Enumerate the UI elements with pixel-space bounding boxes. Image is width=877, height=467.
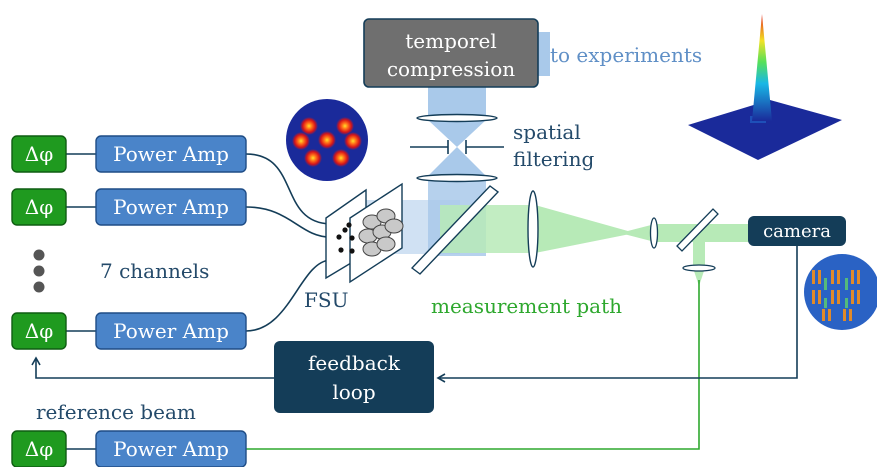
beam-splitter-mirror — [410, 185, 500, 275]
power-amp-box[interactable] — [95, 188, 247, 226]
phase-shifter-label: Δφ — [25, 437, 53, 461]
fsu-module — [325, 182, 404, 284]
camera-box: camera — [748, 216, 846, 246]
power-amp-label: Power Amp — [113, 319, 229, 343]
compression-line-1: temporel — [405, 29, 496, 53]
feedback-box: feedback loop — [274, 341, 434, 413]
interference-pattern-image — [804, 254, 877, 330]
power-amp-label: Power Amp — [113, 142, 229, 166]
channel-lines — [66, 153, 331, 450]
focusing-lens — [527, 190, 539, 268]
more-channels-dots — [33, 249, 45, 293]
power-amp-box[interactable] — [95, 430, 247, 467]
power-amp-label: Power Amp — [113, 437, 229, 461]
measurement-path-label: measurement path — [431, 294, 622, 318]
collimating-lens — [649, 217, 659, 249]
power-amp-box[interactable] — [95, 135, 247, 173]
near-field-beam-profile — [286, 99, 368, 181]
feedback-line-1: feedback — [308, 351, 401, 375]
channel-row-1: Δφ Power Amp — [11, 135, 247, 173]
channel-row-2: Δφ Power Amp — [11, 188, 247, 226]
output-beam-to-experiments — [538, 32, 550, 76]
compression-box-frame[interactable] — [363, 18, 539, 88]
phase-shifter-box[interactable] — [11, 430, 67, 467]
feedback-lines — [31, 246, 798, 383]
phase-shifter-label: Δφ — [25, 319, 53, 343]
feedback-line-2: loop — [332, 380, 375, 404]
compression-line-2: compression — [387, 57, 515, 81]
far-field-peak-plot — [688, 14, 842, 160]
compression-box: temporel compression — [363, 18, 539, 88]
power-amp-box[interactable] — [95, 312, 247, 350]
power-amp-label: Power Amp — [113, 195, 229, 219]
spatial-filter-optics — [410, 113, 504, 183]
measurement-beam — [440, 205, 755, 286]
reference-lens — [682, 264, 716, 272]
reference-beam-line — [246, 280, 700, 450]
camera-box-frame[interactable] — [748, 216, 846, 246]
spatial-filtering-line-1: spatial — [513, 120, 581, 144]
to-experiments-label: to experiments — [550, 43, 702, 67]
channels-label: 7 channels — [100, 259, 209, 283]
phase-shifter-box[interactable] — [11, 188, 67, 226]
reference-row: Δφ Power Amp — [11, 430, 247, 467]
channel-row-7: Δφ Power Amp — [11, 312, 247, 350]
spatial-filtering-line-2: filtering — [513, 147, 594, 171]
fsu-label: FSU — [304, 288, 348, 312]
phase-shifter-label: Δφ — [25, 195, 53, 219]
phase-shifter-box[interactable] — [11, 135, 67, 173]
feedback-box-frame[interactable] — [274, 341, 434, 413]
phase-shifter-box[interactable] — [11, 312, 67, 350]
camera-beam-splitter — [676, 208, 719, 252]
camera-label: camera — [763, 221, 831, 242]
phase-shifter-label: Δφ — [25, 142, 53, 166]
reference-beam-label: reference beam — [36, 400, 196, 424]
